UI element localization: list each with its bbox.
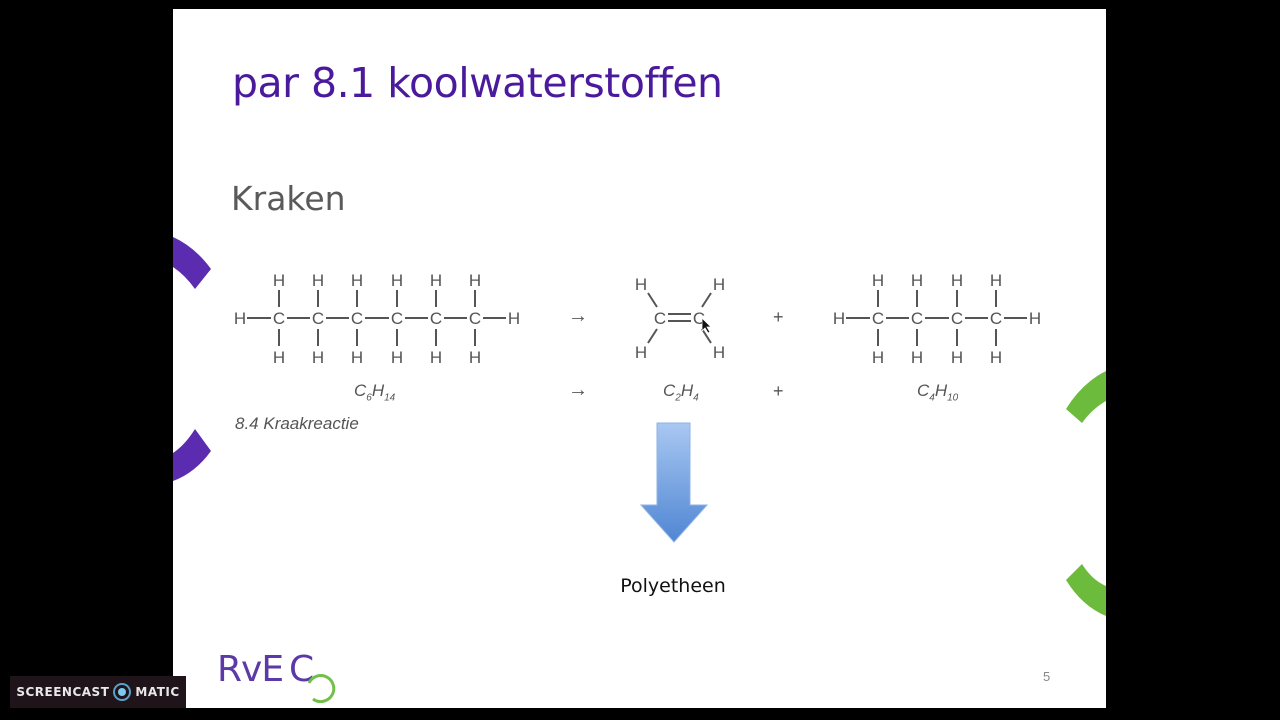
svg-text:C: C	[351, 309, 363, 328]
formula-ethene: C2H4	[663, 381, 699, 404]
green-arc-decoration-top	[1066, 371, 1106, 423]
svg-text:H: H	[273, 348, 285, 367]
logo-text: RvE	[217, 649, 284, 690]
svg-text:H: H	[1029, 309, 1041, 328]
svg-text:H: H	[430, 348, 442, 367]
svg-text:C: C	[951, 309, 963, 328]
svg-text:H: H	[872, 348, 884, 367]
page-number: 5	[1043, 669, 1051, 684]
svg-text:C: C	[654, 309, 666, 328]
mouse-cursor-icon	[702, 318, 712, 334]
svg-text:H: H	[312, 271, 324, 290]
reaction-arrow-structures: →	[568, 305, 588, 327]
purple-arc-decoration-top	[173, 237, 211, 289]
svg-text:C: C	[312, 309, 324, 328]
svg-text:H: H	[351, 271, 363, 290]
plus-sign-structures: +	[773, 307, 784, 327]
svg-text:H: H	[469, 271, 481, 290]
svg-text:C: C	[469, 309, 481, 328]
formula-butane: C4H10	[917, 381, 959, 404]
svg-text:C: C	[990, 309, 1002, 328]
svg-text:H: H	[391, 271, 403, 290]
svg-text:H: H	[951, 271, 963, 290]
watermark-left-text: SCREENCAST	[16, 685, 110, 699]
presentation-slide: par 8.1 koolwaterstoffen Kraken	[173, 9, 1106, 708]
svg-text:H: H	[273, 271, 285, 290]
logo-swirl-icon	[307, 674, 336, 703]
svg-text:H: H	[713, 275, 725, 294]
svg-text:H: H	[833, 309, 845, 328]
cracking-reaction-diagram: H C C C C C C H H H H H H H H H H H H H C C H H H H H C…	[234, 271, 1041, 367]
formula-hexane: C6H14	[354, 381, 396, 404]
svg-text:H: H	[635, 343, 647, 362]
svg-text:H: H	[911, 271, 923, 290]
svg-text:H: H	[508, 309, 520, 328]
product-label: Polyetheen	[620, 575, 726, 597]
svg-text:H: H	[351, 348, 363, 367]
svg-text:H: H	[911, 348, 923, 367]
figure-caption: 8.4 Kraakreactie	[235, 414, 359, 433]
slide-title: par 8.1 koolwaterstoffen	[232, 59, 723, 107]
svg-text:H: H	[391, 348, 403, 367]
svg-text:H: H	[872, 271, 884, 290]
svg-text:C: C	[911, 309, 923, 328]
plus-sign-formulas: +	[773, 381, 784, 401]
record-dot-icon	[113, 683, 132, 701]
svg-text:C: C	[391, 309, 403, 328]
green-arc-decoration-bottom	[1066, 564, 1106, 616]
svg-text:H: H	[990, 348, 1002, 367]
screencast-matic-watermark: SCREENCAST MATIC	[10, 676, 186, 708]
rveco-logo: RvE C	[217, 649, 342, 704]
svg-text:C: C	[273, 309, 285, 328]
purple-arc-decoration-bottom	[173, 429, 211, 481]
reaction-arrow-formulas: →	[568, 379, 588, 401]
svg-text:C: C	[430, 309, 442, 328]
svg-text:H: H	[990, 271, 1002, 290]
svg-text:H: H	[713, 343, 725, 362]
svg-text:H: H	[430, 271, 442, 290]
svg-text:H: H	[312, 348, 324, 367]
watermark-right-text: MATIC	[135, 685, 180, 699]
svg-text:H: H	[635, 275, 647, 294]
down-arrow-icon	[639, 422, 709, 543]
svg-text:H: H	[469, 348, 481, 367]
svg-text:H: H	[951, 348, 963, 367]
svg-text:H: H	[234, 309, 246, 328]
svg-text:C: C	[872, 309, 884, 328]
slide-subtitle: Kraken	[231, 179, 346, 218]
